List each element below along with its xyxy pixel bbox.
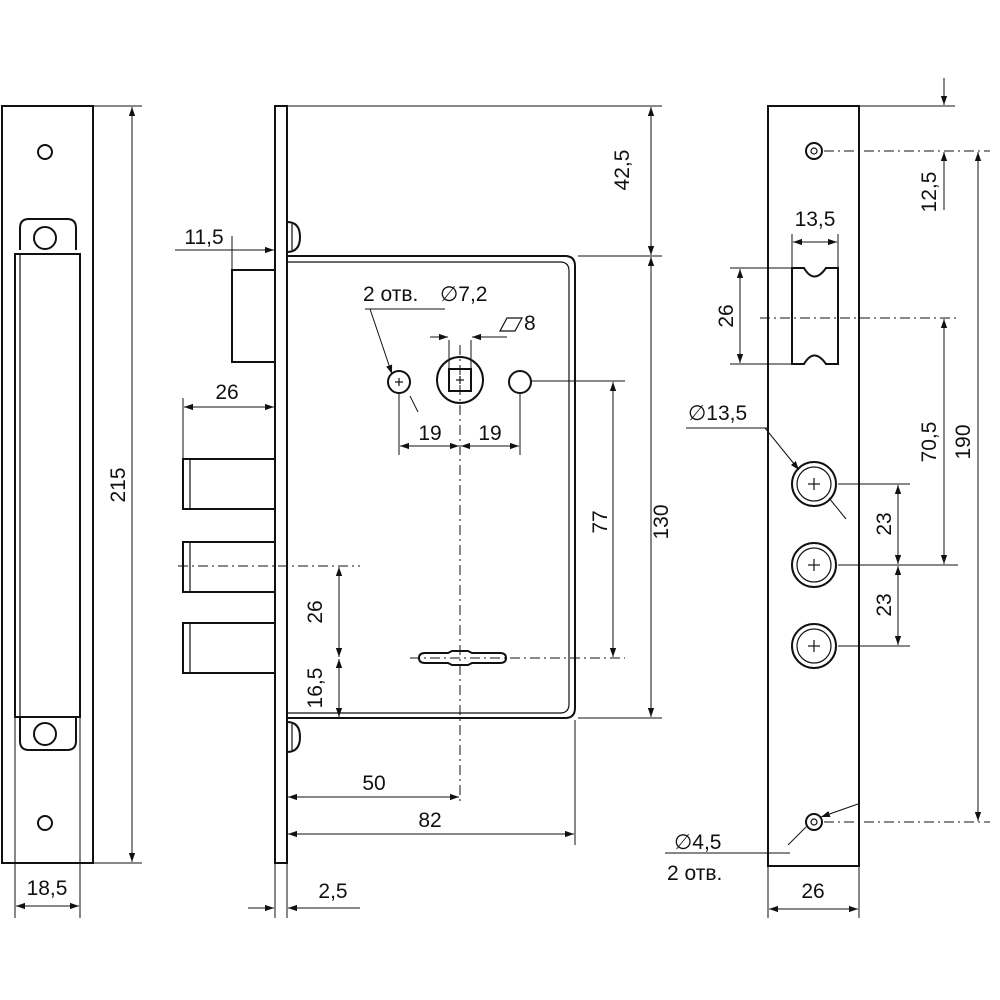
label-12-5: 12,5 xyxy=(918,172,941,213)
label-70-5: 70,5 xyxy=(918,422,941,463)
label-82: 82 xyxy=(418,809,441,832)
dim-130: 130 xyxy=(578,257,673,719)
dim-70-5: 70,5 xyxy=(918,319,948,564)
dim-215: 215 xyxy=(93,105,142,864)
dim-26-bottom: 26 xyxy=(767,866,860,918)
dim-square-8: 8 xyxy=(430,312,536,368)
label-19b: 19 xyxy=(478,422,501,445)
label-26-bottom: 26 xyxy=(801,880,824,903)
dim-26-key: 26 xyxy=(304,567,343,657)
dim-82: 82 xyxy=(288,720,576,845)
dim-11-5: 11,5 xyxy=(175,226,274,270)
label-130: 130 xyxy=(650,504,673,539)
dim-77: 77 xyxy=(589,382,617,657)
label-18-5: 18,5 xyxy=(27,877,68,900)
dim-18-5: 18,5 xyxy=(14,717,81,918)
dim-42-5: 42,5 xyxy=(287,105,662,257)
dim-12-5: 12,5 xyxy=(859,78,955,212)
dim-26-slot: 26 xyxy=(715,267,792,365)
dim-phi-13-5: ∅13,5 xyxy=(686,402,847,520)
label-13-5-top: 13,5 xyxy=(795,208,836,231)
label-26-slot: 26 xyxy=(715,304,738,327)
label-215: 215 xyxy=(107,467,130,502)
dim-23-23: 23 23 xyxy=(873,485,902,645)
label-16-5: 16,5 xyxy=(304,668,327,709)
label-23a: 23 xyxy=(873,512,896,535)
label-50: 50 xyxy=(362,772,385,795)
dim-26-bolts: 26 xyxy=(182,381,274,459)
label-26-key: 26 xyxy=(304,600,327,623)
label-11-5: 11,5 xyxy=(184,226,223,249)
follower-and-holes xyxy=(387,356,625,404)
faceplate-bolt-view xyxy=(760,105,990,867)
keyhole xyxy=(410,650,625,666)
label-26-bolts: 26 xyxy=(215,381,238,404)
label-77: 77 xyxy=(589,510,612,533)
dim-50: 50 xyxy=(288,772,459,801)
dim-phi-4-5: ∅4,5 2 отв. xyxy=(665,803,859,885)
dim-190: 190 xyxy=(952,152,982,821)
label-2holes-7-2: 2 отв. xyxy=(363,283,418,306)
label-23b: 23 xyxy=(873,593,896,616)
label-42-5: 42,5 xyxy=(611,150,634,191)
label-phi-7-2: ∅7,2 xyxy=(440,283,488,306)
dim-holes-7-2: 2 отв. ∅7,2 xyxy=(363,283,488,413)
dim-16-5: 16,5 xyxy=(304,659,345,719)
label-8: 8 xyxy=(524,312,536,335)
dim-19-19: 19 19 xyxy=(398,393,521,455)
label-2holes-4-5: 2 отв. xyxy=(667,862,722,885)
dim-2-5: 2,5 xyxy=(248,863,360,918)
label-2-5: 2,5 xyxy=(318,880,347,903)
dim-13-5-slot: 13,5 xyxy=(791,208,839,268)
faceplate-front-view xyxy=(1,105,94,864)
label-19a: 19 xyxy=(418,422,441,445)
label-phi-13-5: ∅13,5 xyxy=(688,402,747,425)
label-190: 190 xyxy=(952,424,975,459)
lock-body-side-view xyxy=(178,105,576,864)
label-phi-4-5: ∅4,5 xyxy=(674,831,722,854)
